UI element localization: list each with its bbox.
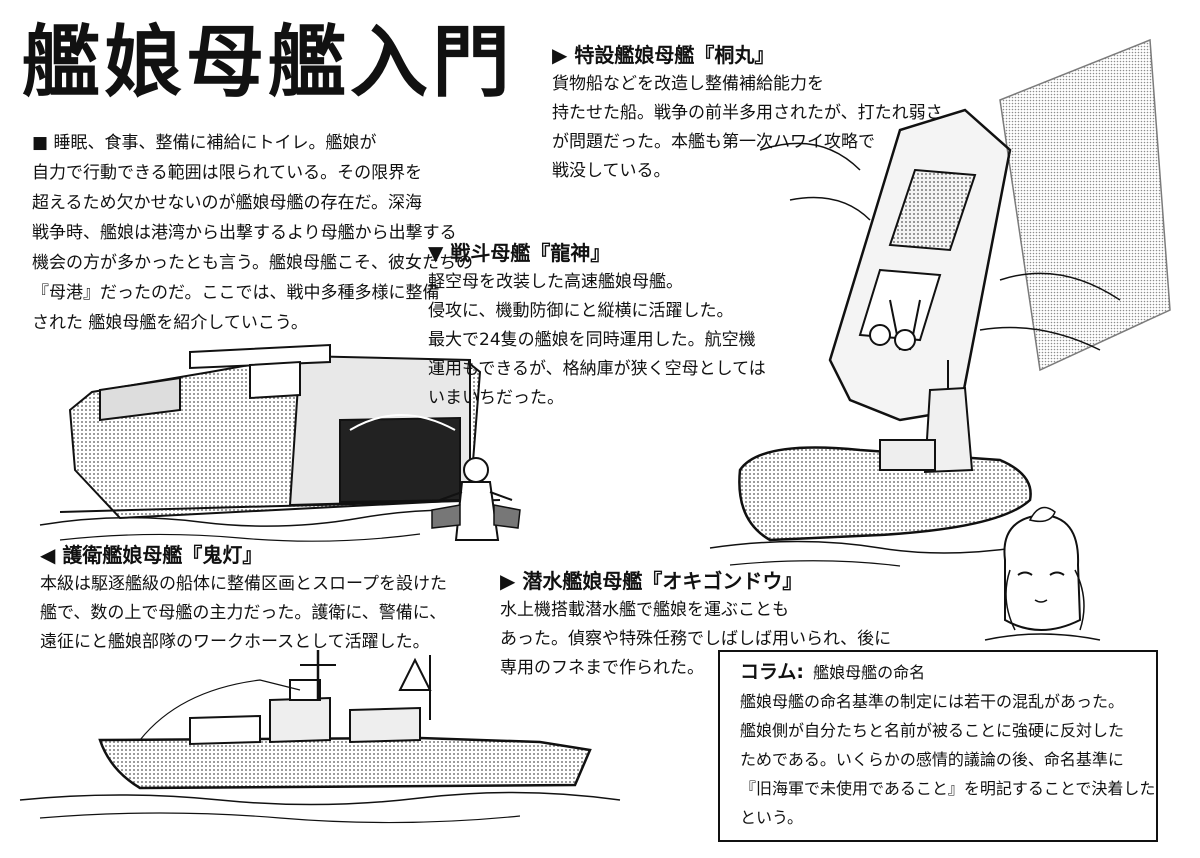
cargo-ship-drawing xyxy=(759,38,1171,422)
okigondou-line: 専用のフネまで作られた。 xyxy=(500,658,704,678)
okigondou-section: ▶ 潜水艦娘母艦『オキゴンドウ』 水上機搭載潜水艦で艦娘を運ぶことも あった。偵… xyxy=(500,566,892,683)
submarine-drawing xyxy=(709,360,1061,567)
hozuki-line: 本級は駆逐艦級の船体に整備区画とスロープを設けた xyxy=(40,574,447,594)
hozuki-section: ◀ 護衛艦娘母艦『鬼灯』 本級は駆逐艦級の船体に整備区画とスロープを設けた 艦で… xyxy=(40,540,460,657)
column-line: 艦娘側が自分たちと名前が被ることに強硬に反対した xyxy=(740,721,1125,740)
intro-line: 機会の方が多かったとも言う。艦娘母艦こそ、彼女たちの xyxy=(32,253,473,273)
kirimaru-section: ▶ 特設艦娘母艦『桐丸』 貨物船などを改造し整備補給能力を 持たせた船。戦争の前… xyxy=(552,40,943,186)
intro-line: 戦争時、艦娘は港湾から出撃するより母艦から出撃する xyxy=(32,223,457,243)
hozuki-line: 遠征にと艦娘部隊のワークホースとして活躍した。 xyxy=(40,632,430,652)
ryujin-line: 侵攻に、機動防御にと縦横に活躍した。 xyxy=(428,301,734,321)
ryujin-line: 軽空母を改装した高速艦娘母艦。 xyxy=(428,272,683,292)
page-title: 艦娘母艦入門 xyxy=(22,17,515,108)
kirimaru-line: 戦没している。 xyxy=(552,161,671,181)
hozuki-line: 艦で、数の上で母艦の主力だった。護衛に、警備に、 xyxy=(40,603,447,623)
ryujin-line: 運用もできるが、格納庫が狭く空母としては xyxy=(428,359,766,379)
destroyer-ship-drawing xyxy=(19,650,621,824)
column-heading: コラム: xyxy=(740,661,805,683)
ryujin-line: いまいちだった。 xyxy=(428,388,564,408)
okigondou-heading: ▶ 潜水艦娘母艦『オキゴンドウ』 xyxy=(500,569,803,593)
column-subheading: 艦娘母艦の命名 xyxy=(813,663,926,682)
kirimaru-line: 持たせた船。戦争の前半多用されたが、打たれ弱さ xyxy=(552,103,943,123)
ryujin-heading: ▼ 戦斗母艦『龍神』 xyxy=(428,241,611,265)
okigondou-line: 水上機搭載潜水艦で艦娘を運ぶことも xyxy=(500,600,789,620)
kirimaru-line: が問題だった。本艦も第一次ハワイ攻略で xyxy=(552,132,875,152)
column-line: 『旧海軍で未使用であること』を明記することで決着した xyxy=(740,779,1156,798)
intro-text: ■ 睡眠、食事、整備に補給にトイレ。艦娘が 自力で行動できる範囲は限られている。… xyxy=(32,128,473,338)
column-line: 艦娘母艦の命名基準の制定には若干の混乱があった。 xyxy=(740,692,1125,711)
column-title: コラム: 艦娘母艦の命名 xyxy=(740,658,1142,687)
column-line: という。 xyxy=(740,808,804,827)
swimming-girl-drawing xyxy=(984,506,1101,641)
ryujin-line: 最大で24隻の艦娘を同時運用した。航空機 xyxy=(428,330,756,350)
kirimaru-heading: ▶ 特設艦娘母艦『桐丸』 xyxy=(552,43,775,67)
okigondou-line: あった。偵察や特殊任務でしばしば用いられ、後に xyxy=(500,629,892,649)
kirimaru-line: 貨物船などを改造し整備補給能力を xyxy=(552,74,824,94)
ryujin-section: ▼ 戦斗母艦『龍神』 軽空母を改装した高速艦娘母艦。 侵攻に、機動防御にと縦横に… xyxy=(428,238,766,413)
intro-line: 『母港』だったのだ。ここでは、戦中多種多様に整備 xyxy=(32,283,440,303)
intro-line: ■ 睡眠、食事、整備に補給にトイレ。艦娘が xyxy=(32,133,377,153)
hozuki-heading: ◀ 護衛艦娘母艦『鬼灯』 xyxy=(40,543,263,567)
intro-line: 自力で行動できる範囲は限られている。その限界を xyxy=(32,163,423,183)
intro-line: された 艦娘母艦を紹介していこう。 xyxy=(32,313,308,333)
carrier-ship-drawing xyxy=(39,343,521,542)
column-box: コラム: 艦娘母艦の命名 艦娘母艦の命名基準の制定には若干の混乱があった。 艦娘… xyxy=(718,650,1158,842)
intro-line: 超えるため欠かせないのが艦娘母艦の存在だ。深海 xyxy=(32,193,422,213)
shipgirl-figure-drawing xyxy=(431,457,521,541)
column-line: ためである。いくらかの感情的議論の後、命名基準に xyxy=(740,750,1124,769)
